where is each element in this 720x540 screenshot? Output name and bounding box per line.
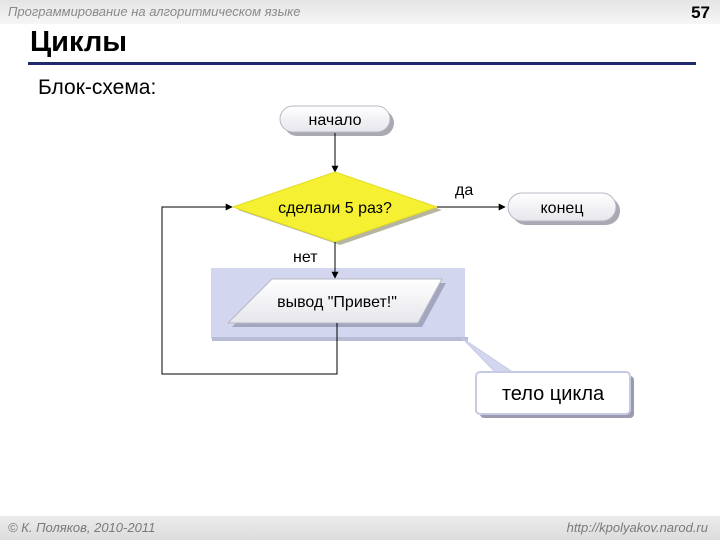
start-terminal [279,105,391,133]
start-label: начало [308,112,361,129]
callout-label: тело цикла [502,383,605,405]
yes-label: да [455,182,473,199]
no-label: нет [293,249,318,266]
loop-body-shadow [212,337,468,341]
page-title: Циклы [30,26,128,58]
header-band [0,0,720,24]
loop-back-line [161,203,338,375]
slide-number: 57 [691,3,710,22]
footer-band [0,516,720,540]
callout-box [475,371,631,415]
course-title: Программирование на алгоритмическом язык… [8,4,301,19]
slide-subtitle: Блок-схема: [38,76,157,99]
output-block [226,278,443,324]
footer-author: © К. Поляков, 2010-2011 [8,520,156,535]
output-label: вывод "Привет!" [277,294,397,311]
footer-site: http://kpolyakov.narod.ru [566,520,708,535]
end-terminal [507,192,617,222]
condition-label: сделали 5 раз? [278,200,392,217]
title-underline [28,62,696,65]
end-label: конец [541,200,584,217]
